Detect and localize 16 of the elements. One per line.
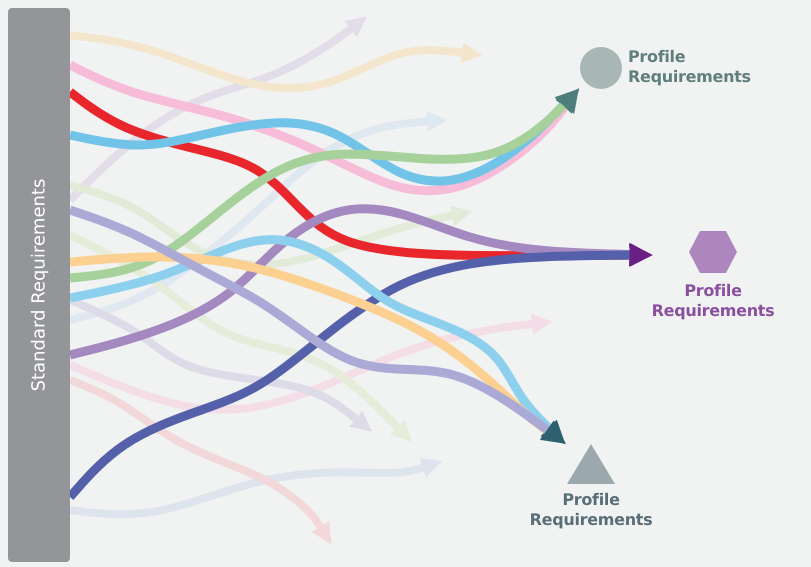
profile-label: Profile Requirements <box>650 281 776 321</box>
curved-arrow <box>70 88 580 282</box>
curved-arrow <box>68 60 579 196</box>
curved-arrow <box>68 181 473 269</box>
requirements-bar <box>8 8 70 562</box>
curved-arrow <box>69 111 448 324</box>
curved-arrow <box>68 204 653 360</box>
profile-label: Profile Requirements <box>528 490 654 530</box>
curved-arrow <box>70 458 442 518</box>
curved-arrow <box>68 231 412 442</box>
profile-label: Profile Requirements <box>628 47 752 87</box>
curved-arrow <box>68 314 553 414</box>
bar-label: Standard Requirements <box>28 178 50 392</box>
curved-arrow <box>68 376 332 544</box>
curved-arrow <box>70 31 483 92</box>
curved-arrow <box>69 88 580 186</box>
